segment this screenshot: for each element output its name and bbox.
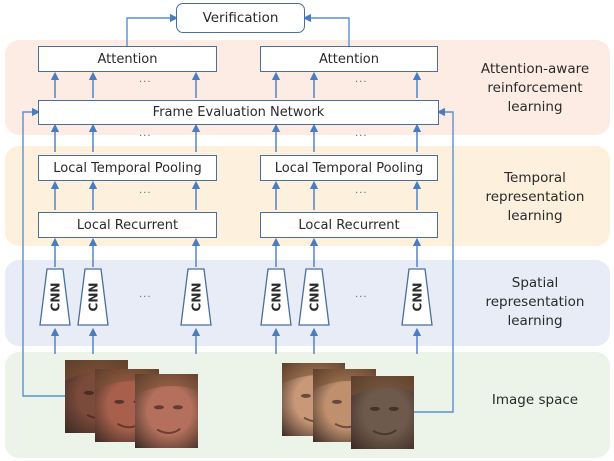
attention-left-to-verification-line	[126, 13, 179, 46]
local-temporal-pooling-box-left: Local Temporal Pooling	[38, 155, 217, 181]
attention-box-right: Attention	[260, 46, 438, 72]
cnn-block-2: CNN	[77, 268, 109, 326]
cnn-label: CNN	[48, 282, 62, 312]
cnn-block-3: CNN	[180, 268, 212, 326]
face-image-left-3	[135, 374, 198, 448]
ellipsis-attn-right: ...	[355, 74, 368, 85]
ellipsis-cnn-left: ...	[139, 289, 152, 300]
cnn-block-6: CNN	[401, 268, 433, 326]
cnn-label: CNN	[269, 282, 283, 312]
ellipsis-cnn-right: ...	[355, 289, 368, 300]
local-recurrent-box-left: Local Recurrent	[38, 212, 217, 238]
stage-label-image-space: Image space	[460, 391, 610, 410]
cnn-label: CNN	[410, 282, 424, 312]
right-images-to-fen-line	[413, 107, 454, 413]
stage-label-attention-line-3: learning	[507, 99, 563, 115]
stage-label-temporal-line-1: Temporal	[504, 170, 566, 186]
verification-box: Verification	[176, 3, 305, 33]
stage-label-spatial-line-3: learning	[507, 313, 563, 329]
left-images-to-fen-line	[22, 107, 65, 397]
stage-label-spatial-line-1: Spatial	[511, 275, 559, 291]
stage-label-attention-line-1: Attention-aware	[480, 61, 590, 77]
cnn-label: CNN	[189, 282, 203, 312]
stage-label-attention: Attention-aware reinforcement learning	[460, 60, 610, 117]
stage-label-spatial-line-2: representation	[485, 294, 585, 310]
ellipsis-fen-left: ...	[139, 128, 152, 139]
frame-evaluation-network-box: Frame Evaluation Network	[38, 100, 439, 125]
stage-label-image-space-line-1: Image space	[491, 392, 579, 408]
cnn-block-4: CNN	[260, 268, 292, 326]
cnn-block-1: CNN	[39, 268, 71, 326]
face-image-right-3	[351, 376, 414, 449]
ellipsis-fen-right: ...	[355, 128, 368, 139]
attention-box-left: Attention	[38, 46, 217, 72]
attention-right-to-verification-line	[302, 13, 350, 46]
local-recurrent-box-right: Local Recurrent	[260, 212, 438, 238]
cnn-label: CNN	[307, 282, 321, 312]
stage-label-spatial: Spatial representation learning	[460, 274, 610, 331]
cnn-block-5: CNN	[298, 268, 330, 326]
stage-label-temporal: Temporal representation learning	[460, 169, 610, 226]
stage-label-temporal-line-3: learning	[507, 208, 563, 224]
stage-label-attention-line-2: reinforcement	[487, 80, 583, 96]
cnn-label: CNN	[86, 282, 100, 312]
local-temporal-pooling-box-right: Local Temporal Pooling	[260, 155, 438, 181]
ellipsis-ltp-right: ...	[355, 185, 368, 196]
ellipsis-attn-left: ...	[139, 74, 152, 85]
ellipsis-ltp-left: ...	[139, 185, 152, 196]
stage-label-temporal-line-2: representation	[485, 189, 585, 205]
